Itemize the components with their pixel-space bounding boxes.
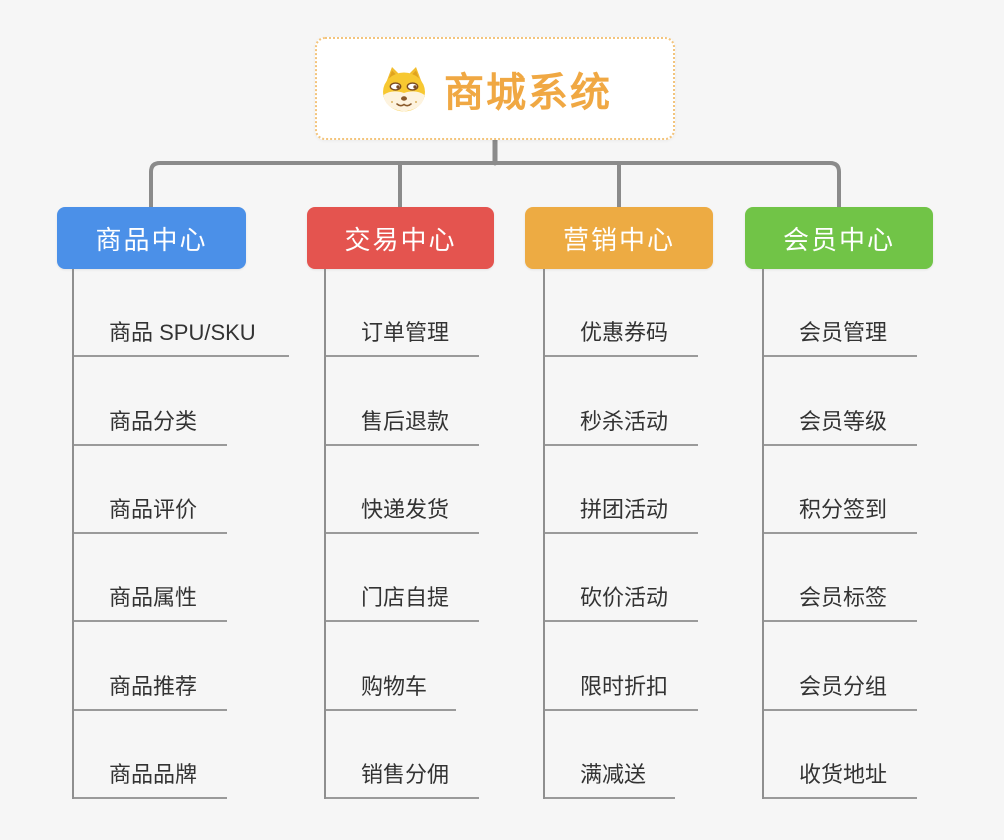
- leaf-node[interactable]: 销售分佣: [326, 711, 479, 799]
- leaf-node[interactable]: 会员管理: [764, 269, 917, 358]
- leaf-node[interactable]: 商品品牌: [74, 711, 227, 799]
- branch-children-product-center: 商品 SPU/SKU 商品分类 商品评价 商品属性 商品推荐 商品品牌: [72, 269, 289, 799]
- branch-children-trade-center: 订单管理 售后退款 快递发货 门店自提 购物车 销售分佣: [324, 269, 479, 799]
- leaf-node[interactable]: 优惠券码: [545, 269, 698, 358]
- leaf-node[interactable]: 满减送: [545, 711, 675, 799]
- leaf-node[interactable]: 拼团活动: [545, 446, 698, 534]
- branch-node-marketing-center[interactable]: 营销中心: [525, 207, 713, 269]
- branch-label: 会员中心: [782, 224, 895, 255]
- branch-node-product-center[interactable]: 商品中心: [57, 207, 246, 269]
- leaf-node[interactable]: 商品评价: [74, 446, 227, 534]
- leaf-node[interactable]: 商品 SPU/SKU: [74, 269, 289, 358]
- leaf-node[interactable]: 快递发货: [326, 446, 479, 534]
- leaf-node[interactable]: 门店自提: [326, 534, 479, 623]
- root-node-label: 商城系统: [444, 70, 612, 115]
- branch-label: 营销中心: [562, 224, 675, 255]
- leaf-node[interactable]: 订单管理: [326, 269, 479, 358]
- leaf-node[interactable]: 购物车: [326, 622, 456, 711]
- leaf-node[interactable]: 商品属性: [74, 534, 227, 623]
- leaf-node[interactable]: 售后退款: [326, 357, 479, 446]
- leaf-node[interactable]: 商品分类: [74, 357, 227, 446]
- root-node-mall-system[interactable]: 商城系统: [315, 37, 675, 140]
- leaf-node[interactable]: 会员分组: [764, 622, 917, 711]
- branch-label: 商品中心: [95, 224, 208, 255]
- leaf-node[interactable]: 积分签到: [764, 446, 917, 534]
- leaf-node[interactable]: 会员等级: [764, 357, 917, 446]
- leaf-node[interactable]: 商品推荐: [74, 622, 227, 711]
- dog-face-icon: [383, 66, 425, 111]
- leaf-node[interactable]: 秒杀活动: [545, 357, 698, 446]
- branch-node-trade-center[interactable]: 交易中心: [307, 207, 494, 269]
- leaf-node[interactable]: 限时折扣: [545, 622, 698, 711]
- leaf-node[interactable]: 会员标签: [764, 534, 917, 623]
- branch-children-marketing-center: 优惠券码 秒杀活动 拼团活动 砍价活动 限时折扣 满减送: [543, 269, 698, 799]
- branch-node-member-center[interactable]: 会员中心: [745, 207, 933, 269]
- leaf-node[interactable]: 收货地址: [764, 711, 917, 799]
- leaf-node[interactable]: 砍价活动: [545, 534, 698, 623]
- branch-children-member-center: 会员管理 会员等级 积分签到 会员标签 会员分组 收货地址: [762, 269, 917, 799]
- branch-label: 交易中心: [344, 224, 457, 255]
